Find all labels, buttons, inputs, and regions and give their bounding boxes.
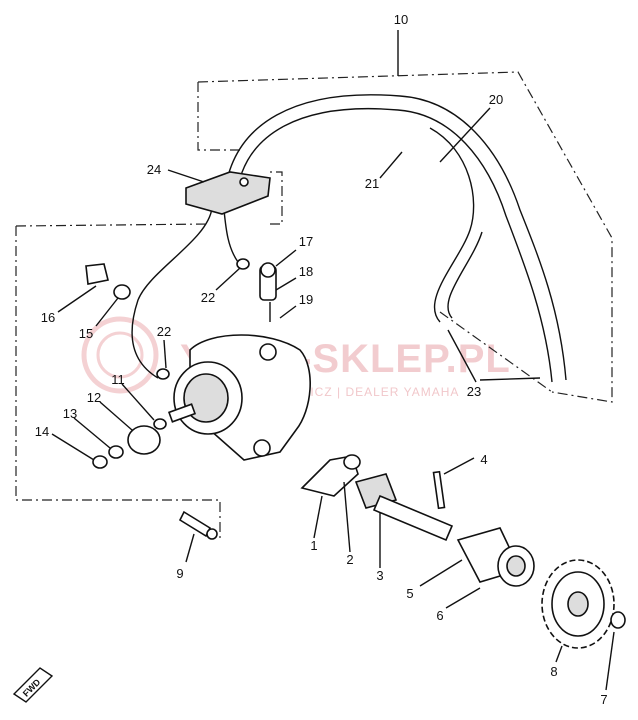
callout-13: 13 xyxy=(63,406,77,421)
leader-lines xyxy=(51,30,615,691)
callout-18: 18 xyxy=(299,264,313,279)
callout-21: 21 xyxy=(365,176,379,191)
callout-22-upper: 22 xyxy=(201,290,215,305)
pump-cover-hardware xyxy=(85,263,167,469)
callout-16: 16 xyxy=(41,310,55,325)
callout-labels: 10 20 21 24 17 18 19 22 22 16 15 11 12 1… xyxy=(35,12,608,707)
assembly-boundaries xyxy=(15,71,613,540)
callout-12: 12 xyxy=(87,390,101,405)
part-9-bolt xyxy=(178,510,218,540)
part-22-clip xyxy=(156,258,250,380)
oil-pump-body xyxy=(167,334,311,461)
drive-shaft-assembly xyxy=(300,454,535,587)
callout-20: 20 xyxy=(489,92,503,107)
callout-5: 5 xyxy=(406,586,413,601)
callout-22-lower: 22 xyxy=(157,324,171,339)
oil-delivery-pipes xyxy=(131,94,567,383)
callout-17: 17 xyxy=(299,234,313,249)
callout-7: 7 xyxy=(600,692,607,707)
callout-2: 2 xyxy=(346,552,353,567)
callout-6: 6 xyxy=(436,608,443,623)
callout-10: 10 xyxy=(394,12,408,27)
part-24-clamp xyxy=(185,171,271,215)
callout-8: 8 xyxy=(550,664,557,679)
forward-direction-marker: FWD xyxy=(12,667,54,703)
callout-23: 23 xyxy=(467,384,481,399)
callout-4: 4 xyxy=(480,452,487,467)
part-17-banjo-bolt xyxy=(259,262,277,322)
callout-15: 15 xyxy=(79,326,93,341)
callout-19: 19 xyxy=(299,292,313,307)
callout-1: 1 xyxy=(310,538,317,553)
callout-14: 14 xyxy=(35,424,49,439)
callout-24: 24 xyxy=(147,162,161,177)
callout-9: 9 xyxy=(176,566,183,581)
part-8-drive-gear xyxy=(541,559,626,649)
callout-3: 3 xyxy=(376,568,383,583)
callout-11: 11 xyxy=(111,372,125,387)
